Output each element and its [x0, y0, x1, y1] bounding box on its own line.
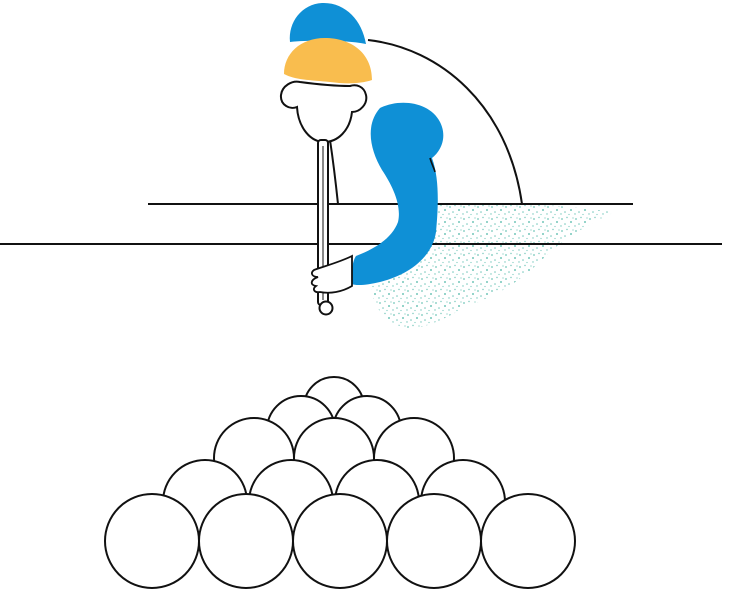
sleeve — [352, 102, 444, 286]
hat-icon — [289, 2, 366, 45]
billiard-ball — [104, 493, 200, 589]
billiard-ball — [480, 493, 576, 589]
billiard-ball — [292, 493, 388, 589]
ball-rack — [104, 376, 576, 589]
cue-stick — [317, 139, 334, 316]
hand — [310, 254, 353, 294]
billiard-ball — [198, 493, 294, 589]
hair — [284, 38, 372, 84]
billiard-ball — [386, 493, 482, 589]
player-torso-outline — [329, 139, 339, 205]
sleeve-fold-line — [429, 157, 436, 173]
face — [279, 80, 368, 144]
player-back-outline — [367, 39, 523, 205]
